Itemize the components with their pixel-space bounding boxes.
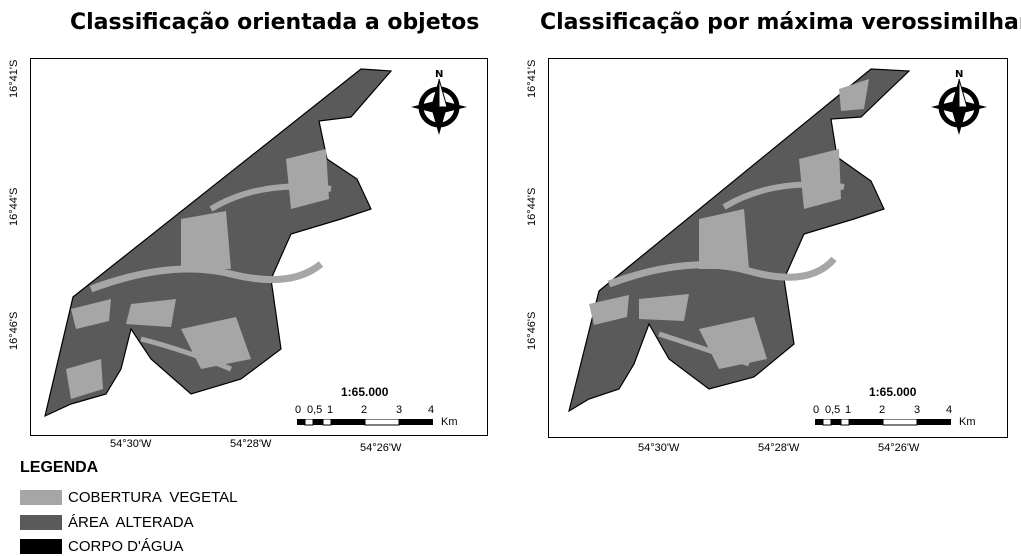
scale-tick-label: 3 bbox=[914, 404, 921, 416]
scale-bar bbox=[297, 419, 433, 426]
scale-tick-label: 1 bbox=[327, 404, 334, 416]
svg-text:N: N bbox=[435, 69, 443, 80]
map-frame: N 1:65.000 0 0,5 1 2 3 4 Km bbox=[548, 58, 1008, 438]
vegetation-patch bbox=[286, 149, 329, 209]
scale-tick-label: 4 bbox=[428, 404, 435, 416]
legend-label: COBERTURA VEGETAL bbox=[68, 488, 238, 506]
vegetation-patch bbox=[639, 294, 689, 321]
lat-label: 16°41'S bbox=[526, 59, 538, 98]
lon-label: 54°28'W bbox=[230, 438, 272, 450]
river-channel bbox=[140, 336, 232, 372]
vegetation-patch bbox=[839, 79, 869, 111]
scale-tick-label: 4 bbox=[946, 404, 953, 416]
scale-unit: Km bbox=[441, 416, 458, 428]
legend-label: ÁREA ALTERADA bbox=[68, 513, 194, 531]
lon-label: 54°26'W bbox=[878, 442, 920, 454]
vegetation-patch bbox=[126, 299, 176, 327]
scale-ratio: 1:65.000 bbox=[869, 385, 917, 399]
legend-swatch bbox=[20, 514, 62, 530]
river-channel bbox=[89, 261, 324, 293]
vegetation-patch bbox=[699, 209, 749, 269]
scale-tick-label: 0 bbox=[813, 404, 820, 416]
legend-item-water: CORPO D'ÁGUA bbox=[20, 536, 183, 556]
scale-tick-label: 0,5 bbox=[307, 404, 323, 416]
scale-tick-label: 2 bbox=[879, 404, 886, 416]
vegetation-patch bbox=[71, 299, 111, 329]
lat-label: 16°41'S bbox=[8, 59, 20, 98]
north-arrow-compass-icon: N bbox=[929, 67, 989, 137]
legend-item-altered: ÁREA ALTERADA bbox=[20, 512, 194, 532]
scale-ratio: 1:65.000 bbox=[341, 385, 389, 399]
map-frame: N 1:65.000 0 0,5 1 2 3 4 Km bbox=[30, 58, 488, 436]
lon-label: 54°28'W bbox=[758, 442, 800, 454]
vegetation-patch bbox=[181, 211, 231, 269]
lat-label: 16°44'S bbox=[8, 187, 20, 226]
lat-label: 16°46'S bbox=[8, 311, 20, 350]
vegetation-patch bbox=[589, 295, 629, 325]
legend-label: CORPO D'ÁGUA bbox=[68, 537, 184, 555]
vegetation-patch bbox=[699, 317, 767, 369]
vegetation-patch bbox=[66, 359, 103, 399]
scale-tick-label: 0,5 bbox=[825, 404, 841, 416]
river-channel bbox=[658, 331, 750, 367]
lon-label: 54°30'W bbox=[110, 438, 152, 450]
legend-swatch bbox=[20, 489, 62, 505]
scale-bar bbox=[815, 419, 951, 426]
scale-tick-label: 1 bbox=[845, 404, 852, 416]
lat-label: 16°46'S bbox=[526, 311, 538, 350]
lon-label: 54°26'W bbox=[360, 442, 402, 454]
svg-text:N: N bbox=[955, 69, 963, 80]
scale-tick-label: 0 bbox=[295, 404, 302, 416]
classification-map-right bbox=[568, 68, 911, 413]
scale-tick-label: 2 bbox=[361, 404, 368, 416]
map-title-right: Classificação por máxima verossimilhança bbox=[540, 10, 1021, 35]
legend-title: LEGENDA bbox=[20, 459, 99, 476]
classification-map-left bbox=[44, 68, 393, 418]
lon-label: 54°30'W bbox=[638, 442, 680, 454]
legend-swatch bbox=[20, 538, 62, 554]
river-channel bbox=[209, 183, 332, 212]
lat-label: 16°44'S bbox=[526, 187, 538, 226]
legend-item-vegetation: COBERTURA VEGETAL bbox=[20, 487, 238, 507]
scale-unit: Km bbox=[959, 416, 976, 428]
river-channel bbox=[607, 256, 837, 288]
vegetation-patch bbox=[799, 149, 841, 209]
north-arrow-compass-icon: N bbox=[409, 67, 469, 137]
map-title-left: Classificação orientada a objetos bbox=[70, 10, 480, 35]
scale-tick-label: 3 bbox=[396, 404, 403, 416]
river-channel bbox=[722, 181, 845, 210]
